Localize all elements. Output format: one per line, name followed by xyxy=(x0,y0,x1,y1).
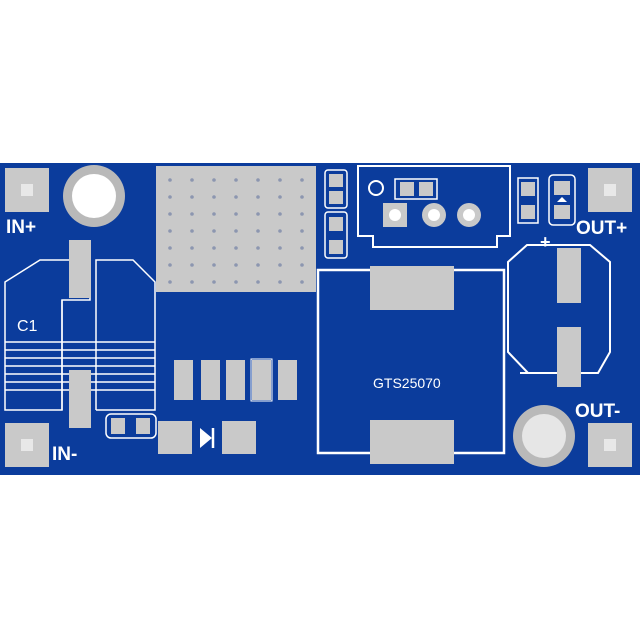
label-in-minus: IN- xyxy=(52,444,77,465)
via xyxy=(168,178,172,182)
via xyxy=(212,212,216,216)
via xyxy=(278,178,282,182)
via xyxy=(300,280,304,284)
schottky-diode xyxy=(158,421,256,454)
via xyxy=(190,212,194,216)
via xyxy=(234,263,238,267)
via xyxy=(234,212,238,216)
label-out-minus: OUT- xyxy=(575,401,620,422)
via xyxy=(190,263,194,267)
via xyxy=(256,280,260,284)
via xyxy=(168,263,172,267)
smd-resistor-top xyxy=(324,169,348,209)
via xyxy=(234,229,238,233)
via xyxy=(234,195,238,199)
capacitor-output xyxy=(507,244,611,387)
via xyxy=(256,178,260,182)
via xyxy=(278,195,282,199)
via xyxy=(190,280,194,284)
label-in-plus: IN+ xyxy=(6,217,36,238)
via xyxy=(212,246,216,250)
via xyxy=(300,263,304,267)
via xyxy=(256,246,260,250)
pad-hole xyxy=(21,439,33,451)
terminal-out-plus[interactable] xyxy=(588,168,632,212)
via xyxy=(234,246,238,250)
via xyxy=(256,212,260,216)
ic-pin-outline xyxy=(250,358,273,402)
via xyxy=(212,195,216,199)
via xyxy=(278,246,282,250)
via xyxy=(278,212,282,216)
label-inductor: GTS25070 xyxy=(373,375,441,391)
via xyxy=(168,195,172,199)
smd-resistor-right-a xyxy=(517,177,539,224)
via xyxy=(256,195,260,199)
ic-pin xyxy=(201,360,220,400)
ic-pin xyxy=(278,360,297,400)
via xyxy=(190,195,194,199)
ic-pin xyxy=(226,360,245,400)
heatsink-pad xyxy=(156,166,316,292)
via xyxy=(278,280,282,284)
inductor xyxy=(316,266,506,464)
pad-hole xyxy=(21,184,33,196)
label-cap-polarity: + xyxy=(540,232,551,252)
pad-hole xyxy=(604,439,616,451)
terminal-in-minus[interactable] xyxy=(5,423,49,467)
via xyxy=(190,246,194,250)
ic-pin xyxy=(252,360,271,400)
via xyxy=(190,229,194,233)
via xyxy=(278,263,282,267)
smd-resistor-bottom xyxy=(324,211,348,259)
via xyxy=(190,178,194,182)
via xyxy=(278,229,282,233)
c1-pad-bottom xyxy=(69,370,91,428)
mounting-hole-icon xyxy=(63,165,125,227)
via xyxy=(300,178,304,182)
via xyxy=(300,229,304,233)
via xyxy=(212,229,216,233)
ic-pin-row xyxy=(174,358,297,402)
ic-pin xyxy=(174,360,193,400)
via xyxy=(168,280,172,284)
smd-capacitor-small xyxy=(105,413,157,439)
via xyxy=(300,195,304,199)
terminal-in-plus[interactable] xyxy=(5,168,49,212)
diode-icon xyxy=(200,428,215,448)
via xyxy=(168,246,172,250)
via xyxy=(256,229,260,233)
via xyxy=(234,178,238,182)
pad-hole xyxy=(604,184,616,196)
smd-led xyxy=(548,174,576,226)
via xyxy=(234,280,238,284)
label-c1: C1 xyxy=(17,318,38,335)
via xyxy=(212,178,216,182)
terminal-out-minus[interactable] xyxy=(588,423,632,467)
c1-pad-top xyxy=(69,240,91,298)
mounting-hole-icon xyxy=(513,405,575,467)
via-grid xyxy=(168,178,304,284)
via xyxy=(212,263,216,267)
via xyxy=(168,212,172,216)
via xyxy=(212,280,216,284)
via xyxy=(168,229,172,233)
via xyxy=(300,246,304,250)
via xyxy=(300,212,304,216)
label-out-plus: OUT+ xyxy=(576,218,627,239)
potentiometer[interactable] xyxy=(357,165,511,248)
via xyxy=(256,263,260,267)
